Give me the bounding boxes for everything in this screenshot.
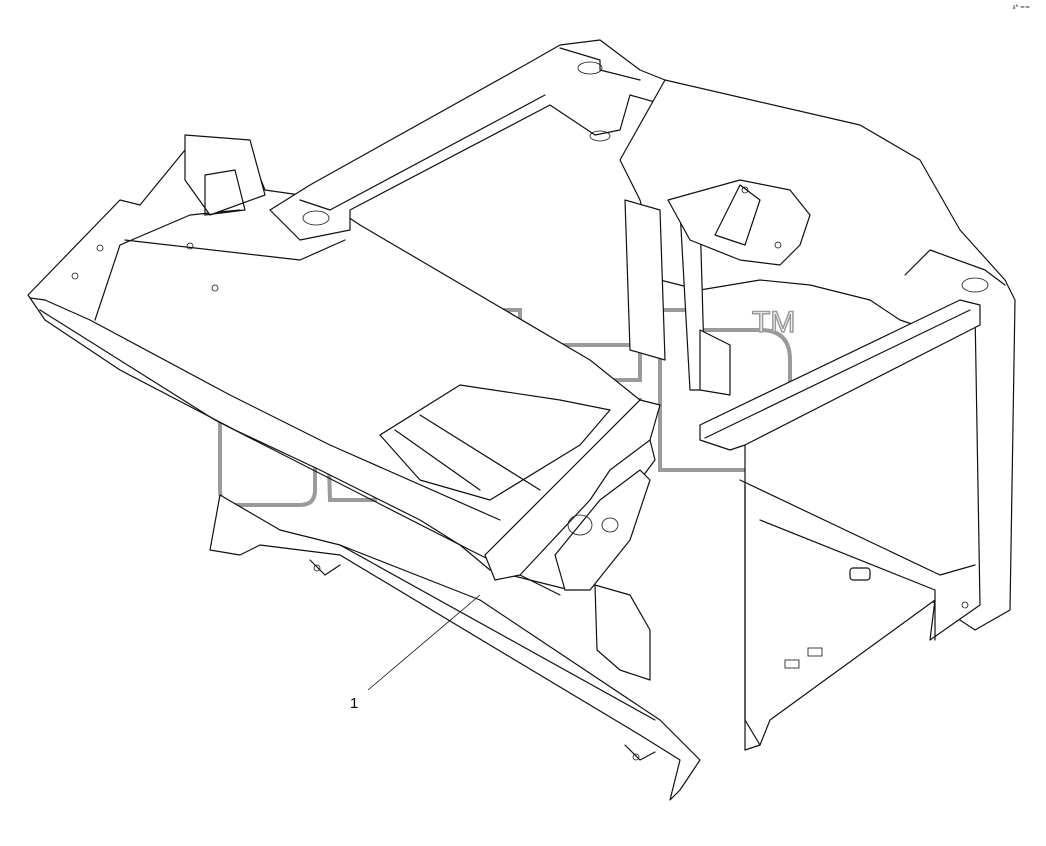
watermark-trademark: TM bbox=[752, 306, 795, 339]
rear-post-plate bbox=[699, 329, 731, 396]
callout-leader-line bbox=[367, 594, 481, 691]
hitch-plate-right bbox=[554, 469, 651, 591]
drawing-reference-id: s⁸ ≈≈ bbox=[1012, 4, 1031, 11]
frame-line-art bbox=[27, 39, 1016, 801]
floor-pan bbox=[379, 384, 611, 501]
rear-post-left bbox=[624, 199, 666, 361]
top-right-beam bbox=[699, 299, 981, 451]
bottom-rail bbox=[209, 494, 701, 801]
hitch-plate-left bbox=[484, 399, 661, 581]
callout-label: 1 bbox=[350, 695, 358, 712]
upper-rear-beam bbox=[269, 39, 666, 241]
mounting-plate bbox=[667, 179, 811, 266]
callout-1: 1 bbox=[350, 594, 481, 712]
inspection-opening bbox=[594, 584, 651, 681]
